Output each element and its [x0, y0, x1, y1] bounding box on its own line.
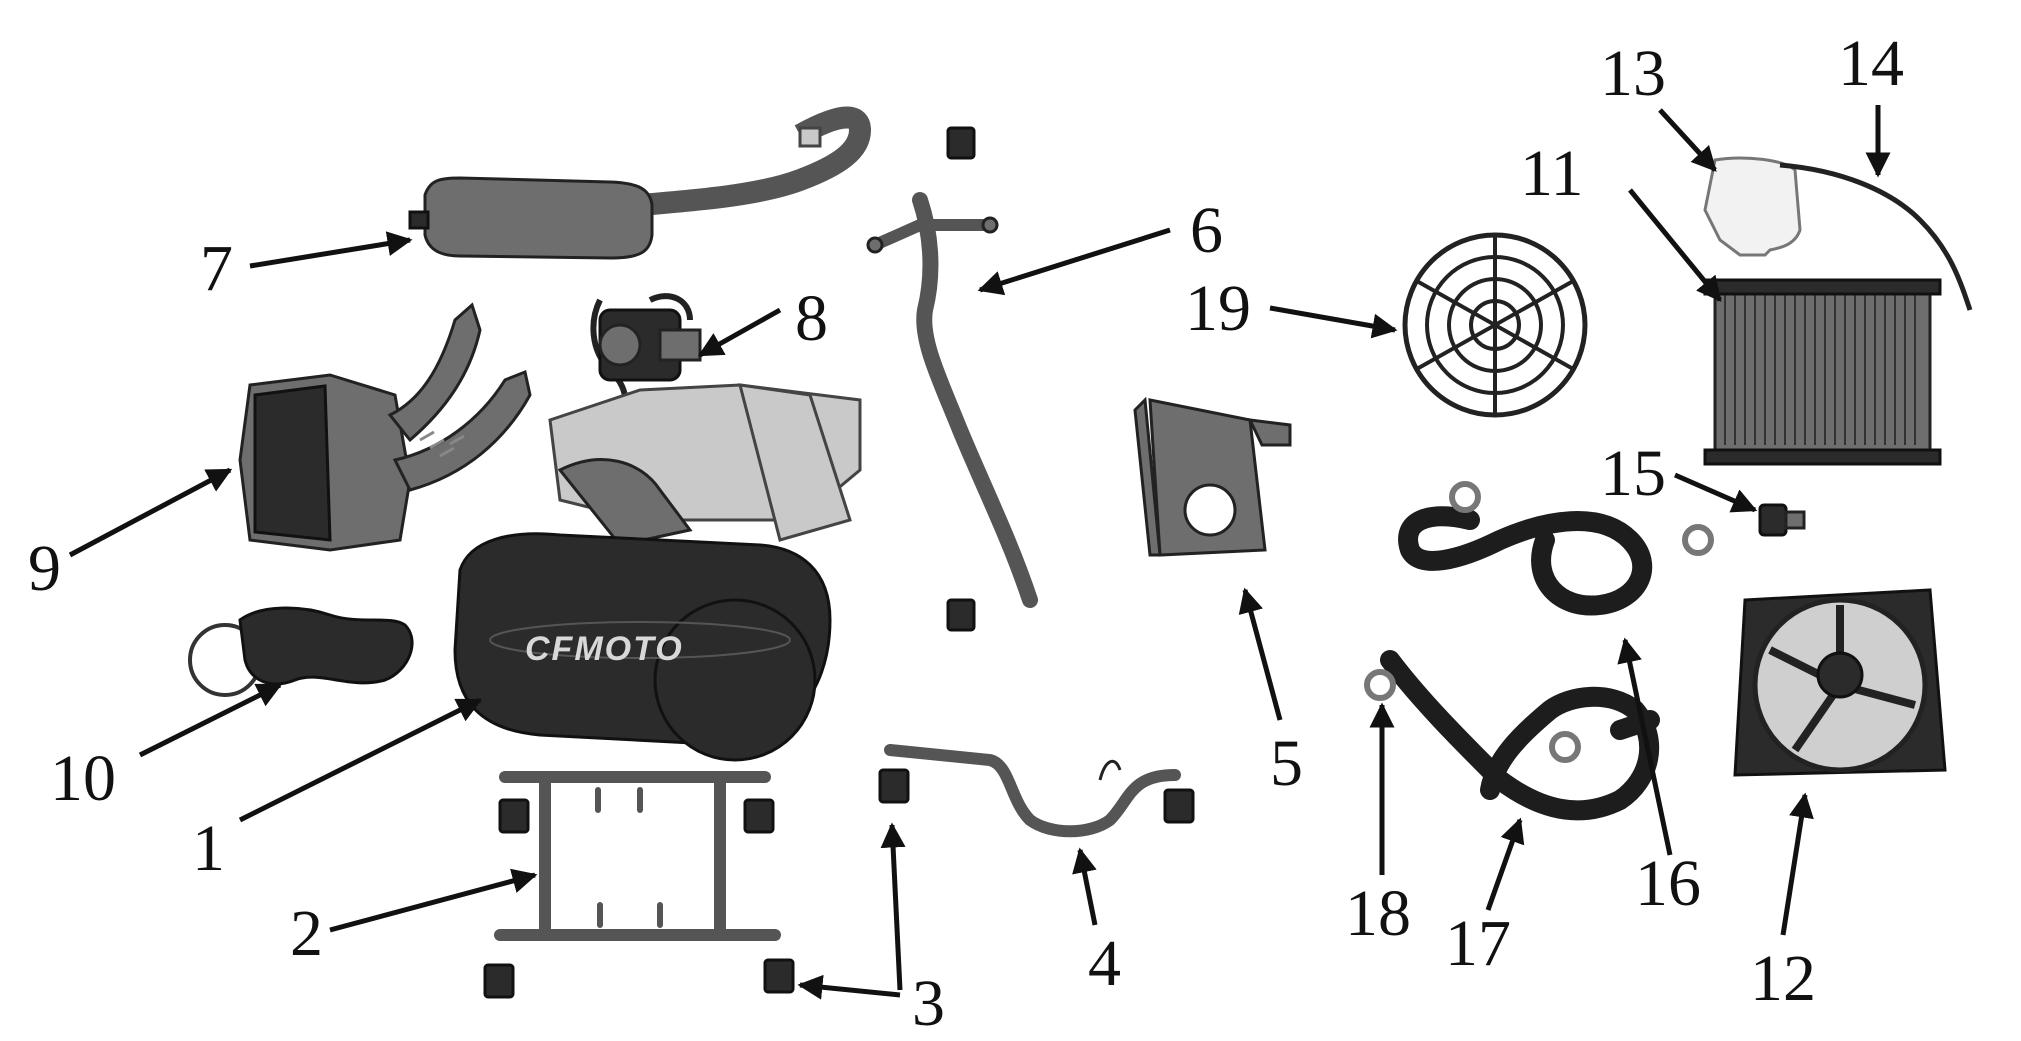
part-temperature-sensor: [1758, 503, 1806, 537]
arrow-6: [977, 227, 1171, 296]
part-rubber-mounts: [483, 126, 1195, 999]
part-engine: CFMOTO: [453, 383, 862, 762]
callout-15: 15: [1600, 437, 1666, 510]
arrow-16: [1617, 637, 1673, 856]
engine-brand-logo: CFMOTO: [525, 630, 684, 668]
arrow-15: [1673, 472, 1758, 513]
arrow-3-upper: [880, 822, 906, 991]
arrow-12: [1780, 792, 1814, 936]
arrow-13: [1658, 108, 1717, 172]
part-curved-bracket: [884, 744, 1181, 838]
arrow-2: [329, 868, 538, 933]
arrow-3-lower: [797, 974, 901, 1000]
callout-9: 9: [28, 532, 61, 605]
callout-10: 10: [50, 742, 116, 815]
callout-labels: 7 8 6 9 10 1 2 3 4 5 19 13 14 11 15 16 1…: [28, 27, 1904, 1040]
part-hose-clamps: [1364, 481, 1714, 763]
part-frame-tube: [866, 192, 1038, 608]
arrow-4: [1072, 847, 1098, 926]
callout-2: 2: [290, 897, 323, 970]
part-overflow-hose: [1779, 162, 1973, 311]
callout-16: 16: [1635, 847, 1701, 920]
callout-8: 8: [795, 282, 828, 355]
callout-18: 18: [1345, 877, 1411, 950]
arrow-1: [238, 697, 483, 823]
part-engine-mount-frame: [494, 771, 781, 941]
part-battery-bracket: [1133, 396, 1292, 557]
part-coolant-hose-lower: [1380, 650, 1660, 821]
part-air-box: [238, 302, 532, 552]
arrow-5: [1238, 587, 1283, 721]
callout-1: 1: [192, 812, 225, 885]
arrow-19: [1269, 305, 1398, 339]
callout-17: 17: [1445, 907, 1511, 980]
part-fan-guard: [1402, 232, 1588, 418]
part-radiator: [1703, 278, 1942, 466]
part-coolant-reservoir: [1703, 156, 1802, 257]
arrow-7: [249, 231, 413, 269]
callout-4: 4: [1088, 927, 1121, 1000]
leader-arrows: [68, 105, 1891, 1000]
callout-13: 13: [1600, 37, 1666, 110]
arrow-11: [1628, 188, 1722, 302]
part-cooling-fan: [1733, 588, 1947, 777]
part-coolant-hose-upper: [1398, 506, 1653, 616]
arrow-8: [697, 307, 782, 358]
arrow-10: [138, 682, 283, 758]
callout-12: 12: [1750, 942, 1816, 1015]
arrow-9: [68, 467, 233, 558]
callout-11: 11: [1520, 137, 1584, 210]
callout-19: 19: [1185, 272, 1251, 345]
callout-5: 5: [1270, 727, 1303, 800]
arrow-17: [1485, 817, 1525, 911]
part-carburetor: [590, 293, 702, 447]
callout-3: 3: [912, 967, 945, 1040]
callout-6: 6: [1190, 194, 1223, 267]
part-exhaust-muffler: [408, 106, 872, 260]
callout-14: 14: [1838, 27, 1904, 100]
callout-7: 7: [200, 232, 233, 305]
part-intake-boot-clamp: [188, 606, 414, 697]
